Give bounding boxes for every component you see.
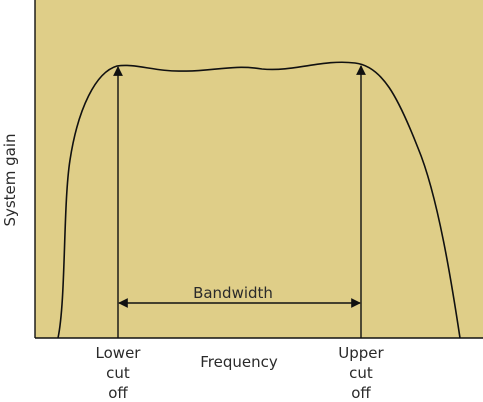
- y-axis-label: System gain: [1, 133, 19, 226]
- gain-curve: [57, 61, 461, 339]
- lower-cutoff-label-line2: cut: [106, 364, 130, 382]
- lower-cutoff-label-line3: off: [108, 384, 128, 402]
- plot-area: [35, 0, 483, 338]
- upper-cutoff-label-line2: cut: [349, 364, 373, 382]
- x-axis-label: Frequency: [200, 353, 278, 371]
- bandwidth-label: Bandwidth: [193, 284, 273, 302]
- upper-cutoff-label-line1: Upper: [338, 344, 384, 362]
- lower-cutoff-label-line1: Lower: [96, 344, 142, 362]
- upper-cutoff-label-line3: off: [351, 384, 371, 402]
